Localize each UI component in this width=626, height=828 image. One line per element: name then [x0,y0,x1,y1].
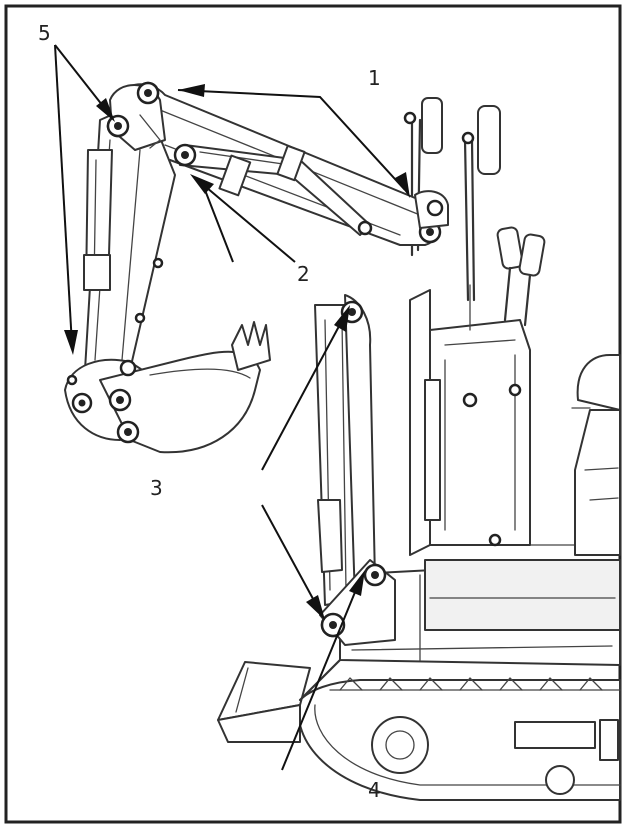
track-frame-plate [514,721,596,749]
callout-5: 5 [38,21,51,45]
callout-4: 4 [368,778,381,802]
operator-seat [571,354,621,556]
roller [545,765,575,795]
track-links [339,677,603,691]
control-levers [469,226,546,331]
bucket-assembly [64,321,271,454]
dozer-blade [217,658,342,743]
callout-2: 2 [297,262,310,286]
arm [83,81,176,371]
engine-cover [424,559,621,631]
callout-3: 3 [150,476,163,500]
leader-lines [54,44,410,771]
swing-cylinder [314,294,396,646]
idler-wheel [371,716,429,774]
upper-structure [339,544,621,666]
travel-levers [403,97,501,302]
track-assembly [297,677,621,801]
callout-1: 1 [368,66,381,90]
control-tower [409,289,531,556]
bucket-teeth [231,321,271,371]
